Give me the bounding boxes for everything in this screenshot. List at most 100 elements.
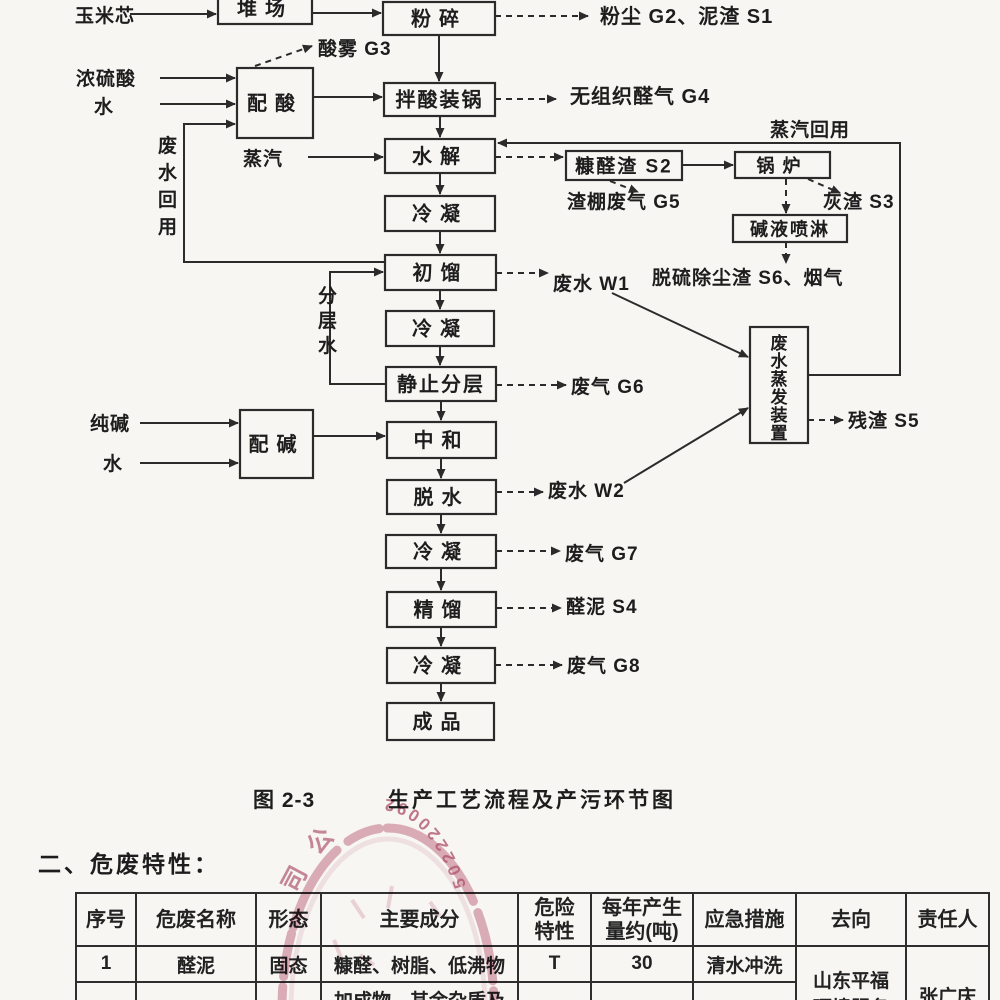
edge-evaporator-steam-return bbox=[497, 138, 901, 376]
cell-main-components: 糠醛、树脂、低沸物 bbox=[320, 945, 519, 983]
node-condense-2 bbox=[384, 309, 496, 348]
node-condense-3 bbox=[384, 533, 498, 570]
label-offgas-g6: 废气 G6 bbox=[571, 375, 645, 398]
label-layered-water: 分层水 bbox=[318, 285, 338, 357]
cell-emergency bbox=[692, 981, 797, 1000]
node-label-condense-3: 冷凝 bbox=[413, 540, 469, 564]
col-waste-name: 危废名称 bbox=[135, 892, 257, 947]
edge-s2-to-g5 bbox=[609, 180, 639, 193]
node-label-rectification: 精馏 bbox=[414, 598, 470, 622]
label-fugitive-aldehyde-g4: 无组织醛气 G4 bbox=[570, 84, 710, 108]
node-neutralization bbox=[385, 420, 498, 460]
col-form: 形态 bbox=[255, 892, 322, 947]
node-condense-1 bbox=[383, 194, 497, 233]
edge-w1-to-evaporator bbox=[611, 292, 749, 358]
cell-serial: 1 bbox=[75, 945, 137, 983]
node-label-neutralization: 中和 bbox=[414, 428, 470, 452]
label-dust-g2-mud-s1: 粉尘 G2、泥渣 S1 bbox=[600, 4, 773, 28]
cell-hazard: T bbox=[517, 945, 592, 983]
node-label-alkali-spray: 碱液喷淋 bbox=[750, 219, 830, 240]
node-label-hydrolysis: 水解 bbox=[412, 144, 468, 168]
node-label-alkali-mixing: 配碱 bbox=[249, 432, 305, 456]
figure-caption: 图 2-3 生产工艺流程及产污环节图 bbox=[0, 784, 1000, 814]
node-alkali-mixing bbox=[238, 408, 315, 480]
node-label-acid-mixing: 配酸 bbox=[247, 91, 303, 115]
node-alkali-spray bbox=[731, 213, 849, 244]
process-flow-diagram: 堆场粉碎配酸拌酸装锅水解冷凝初馏冷凝静止分层中和脱水冷凝精馏冷凝成品配碱糠醛渣 … bbox=[75, 0, 920, 742]
node-condense-4 bbox=[385, 646, 497, 685]
section-heading: 二、危废特性： bbox=[38, 851, 220, 877]
label-aldehyde-sludge-s4: 醛泥 S4 bbox=[566, 595, 638, 618]
seal-char-gong: 公 bbox=[302, 823, 340, 860]
label-wastewater-w1: 废水 W1 bbox=[553, 272, 630, 295]
label-offgas-g7: 废气 G7 bbox=[565, 542, 639, 565]
label-conc-sulfuric-acid: 浓硫酸 bbox=[76, 67, 136, 90]
node-label-condense-4: 冷凝 bbox=[413, 654, 469, 678]
label-residue-s5: 残渣 S5 bbox=[848, 409, 920, 432]
cell-serial: 2 bbox=[75, 981, 137, 1000]
col-person: 责任人 bbox=[905, 892, 990, 947]
figure-number: 图 2-3 bbox=[253, 789, 316, 812]
cell-person: 张广庆 bbox=[905, 945, 990, 1000]
node-label-boiler: 锅炉 bbox=[757, 155, 809, 176]
node-label-static-layering: 静止分层 bbox=[397, 372, 485, 396]
node-crushing bbox=[381, 0, 497, 37]
node-label-finished-product: 成品 bbox=[413, 710, 469, 734]
label-steam: 蒸汽 bbox=[243, 147, 283, 170]
table-row: 1 醛泥 固态 糠醛、树脂、低沸物 T 30 清水冲洗 山东平福 环境服务 张广… bbox=[75, 945, 990, 1000]
cell-hazard bbox=[517, 981, 592, 1000]
node-label-dehydration: 脱水 bbox=[414, 485, 470, 509]
node-label-condense-1: 冷凝 bbox=[412, 202, 468, 226]
node-primary-distillation bbox=[383, 253, 498, 292]
node-acid-blend-loading bbox=[382, 81, 497, 118]
edge-wastewater-reuse-loop bbox=[183, 119, 385, 263]
node-furfural-residue-s2 bbox=[564, 149, 684, 182]
node-label-condense-2: 冷凝 bbox=[412, 317, 468, 341]
label-acid-mist-g3: 酸雾 G3 bbox=[318, 37, 392, 60]
node-stockyard bbox=[216, 0, 314, 26]
node-dehydration bbox=[385, 478, 498, 516]
node-wastewater-evaporator bbox=[748, 325, 810, 445]
col-emergency: 应急措施 bbox=[692, 892, 797, 947]
node-boiler bbox=[733, 150, 832, 180]
label-wastewater-w2: 废水 W2 bbox=[548, 479, 625, 502]
node-label-stockyard: 堆场 bbox=[237, 0, 293, 20]
cell-form: 固体 bbox=[255, 981, 322, 1000]
cell-waste-name: 残渣 bbox=[135, 981, 257, 1000]
node-label-primary-distillation: 初馏 bbox=[413, 261, 469, 285]
table-header-row: 序号 危废名称 形态 主要成分 危险 特性 每年产生 量约(吨) 应急措施 去向… bbox=[75, 892, 990, 947]
node-label-crushing: 粉碎 bbox=[411, 7, 467, 31]
cell-waste-name: 醛泥 bbox=[135, 945, 257, 983]
edge-layered-water-loop bbox=[329, 267, 386, 385]
col-main-components: 主要成分 bbox=[320, 892, 519, 947]
node-label-furfural-residue-s2: 糠醛渣 S2 bbox=[574, 155, 673, 178]
node-finished-product bbox=[385, 701, 496, 742]
cell-main-components: 加成物，其余杂质及副产 bbox=[320, 981, 519, 1000]
node-static-layering bbox=[384, 365, 498, 403]
label-water-1: 水 bbox=[94, 96, 114, 118]
col-destination: 去向 bbox=[795, 892, 907, 947]
node-label-acid-blend-loading: 拌酸装锅 bbox=[396, 88, 484, 112]
edge-acidmix-to-mist-g3 bbox=[254, 44, 313, 67]
label-soda-ash: 纯碱 bbox=[90, 412, 130, 435]
label-water-2: 水 bbox=[103, 453, 123, 475]
label-ash-s3: 灰渣 S3 bbox=[823, 190, 895, 213]
label-corn-cob: 玉米芯 bbox=[75, 4, 135, 27]
label-desulf-dust-slag-s6-fluegas: 脱硫除尘渣 S6、烟气 bbox=[652, 266, 844, 289]
cell-form: 固态 bbox=[255, 945, 322, 983]
hazardous-waste-table: 序号 危废名称 形态 主要成分 危险 特性 每年产生 量约(吨) 应急措施 去向… bbox=[75, 892, 990, 1000]
label-slag-shed-gas-g5: 渣棚废气 G5 bbox=[567, 190, 681, 213]
col-hazard: 危险 特性 bbox=[517, 892, 592, 947]
cell-annual-amount bbox=[590, 981, 694, 1000]
cell-annual-amount: 30 bbox=[590, 945, 694, 983]
edge-boiler-to-ash-s3 bbox=[807, 178, 841, 194]
node-hydrolysis bbox=[383, 137, 497, 175]
label-offgas-g8: 废气 G8 bbox=[567, 654, 641, 677]
col-serial: 序号 bbox=[75, 892, 137, 947]
node-rectification bbox=[385, 590, 498, 629]
cell-emergency: 清水冲洗 bbox=[692, 945, 797, 983]
node-acid-mixing bbox=[235, 66, 315, 140]
node-label-wastewater-evaporator: 废水蒸发装置 bbox=[770, 333, 789, 443]
edge-w2-to-evaporator bbox=[623, 407, 749, 484]
label-steam-reuse: 蒸汽回用 bbox=[770, 118, 850, 141]
